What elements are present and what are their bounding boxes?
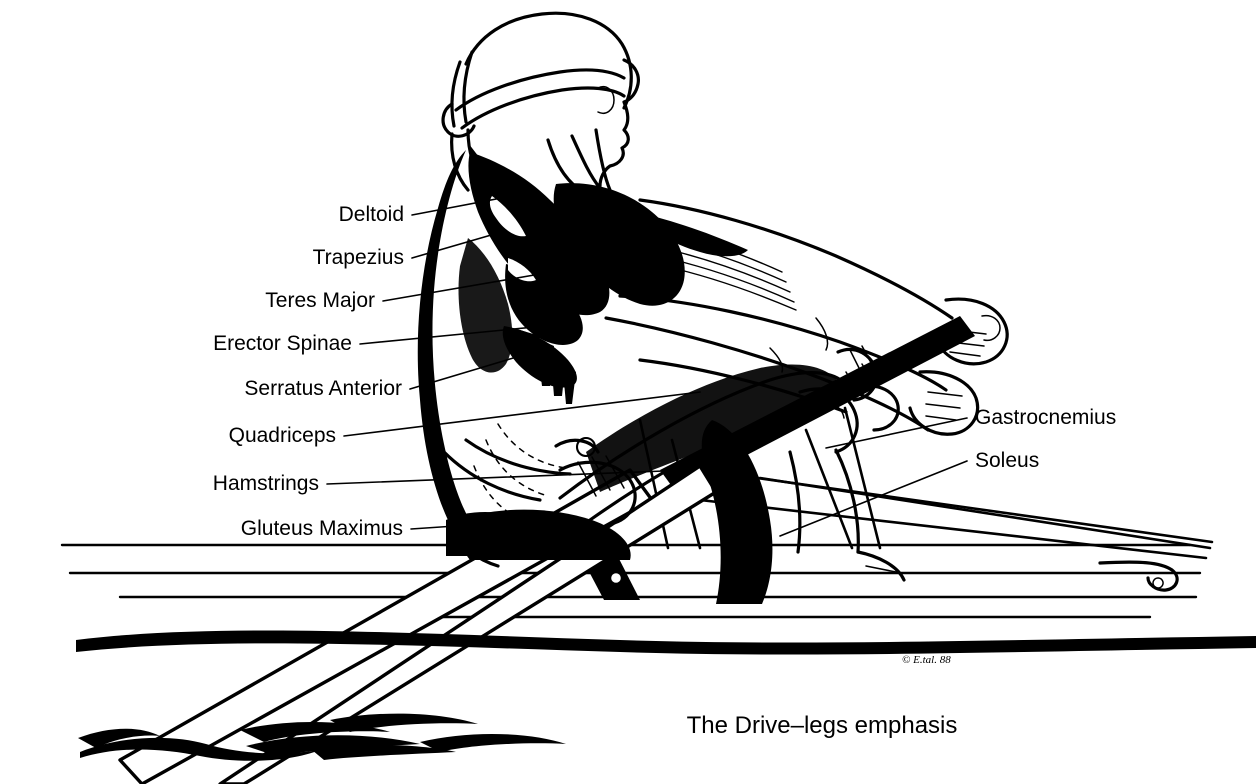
figure-caption: The Drive–legs emphasis [687,712,958,739]
label-serratus-anterior: Serratus Anterior [244,377,402,400]
muscle-labels-left: Deltoid Trapezius Teres Major Erector Sp… [213,203,404,540]
label-soleus: Soleus [975,449,1039,472]
leader-gluteus-maximus [410,522,501,530]
leader-quadriceps [343,391,701,437]
water-surface [76,630,1256,761]
label-hamstrings: Hamstrings [213,472,319,495]
wave-ripples [78,713,566,761]
label-deltoid: Deltoid [339,203,404,226]
rower-legs [558,364,906,604]
rower-head [441,11,640,196]
label-gluteus-maximus: Gluteus Maximus [241,517,403,540]
back-muscle-masses [458,152,685,404]
label-trapezius: Trapezius [313,246,404,269]
boat-hull [60,543,1202,619]
leader-lines [326,195,968,537]
leader-gastrocnemius [825,417,968,449]
oar-shaft-near [118,464,718,784]
leader-erector-spinae [359,325,546,345]
leader-serratus-anterior [409,352,531,390]
muscle-labels-right: Gastrocnemius Soleus [975,406,1116,472]
leader-soleus [779,460,968,537]
hands-grip [908,297,1009,436]
rower-arms [604,198,954,432]
boat-bow-tip [1098,560,1179,592]
label-teres-major: Teres Major [265,289,375,312]
leader-hamstrings [326,469,691,485]
label-erector-spinae: Erector Spinae [213,332,352,355]
leader-deltoid [411,195,513,216]
label-gastrocnemius: Gastrocnemius [975,406,1116,429]
artist-signature: © E.tal. 88 [902,654,951,666]
leader-teres-major [382,273,541,302]
label-quadriceps: Quadriceps [229,424,336,447]
leader-trapezius [411,230,506,259]
